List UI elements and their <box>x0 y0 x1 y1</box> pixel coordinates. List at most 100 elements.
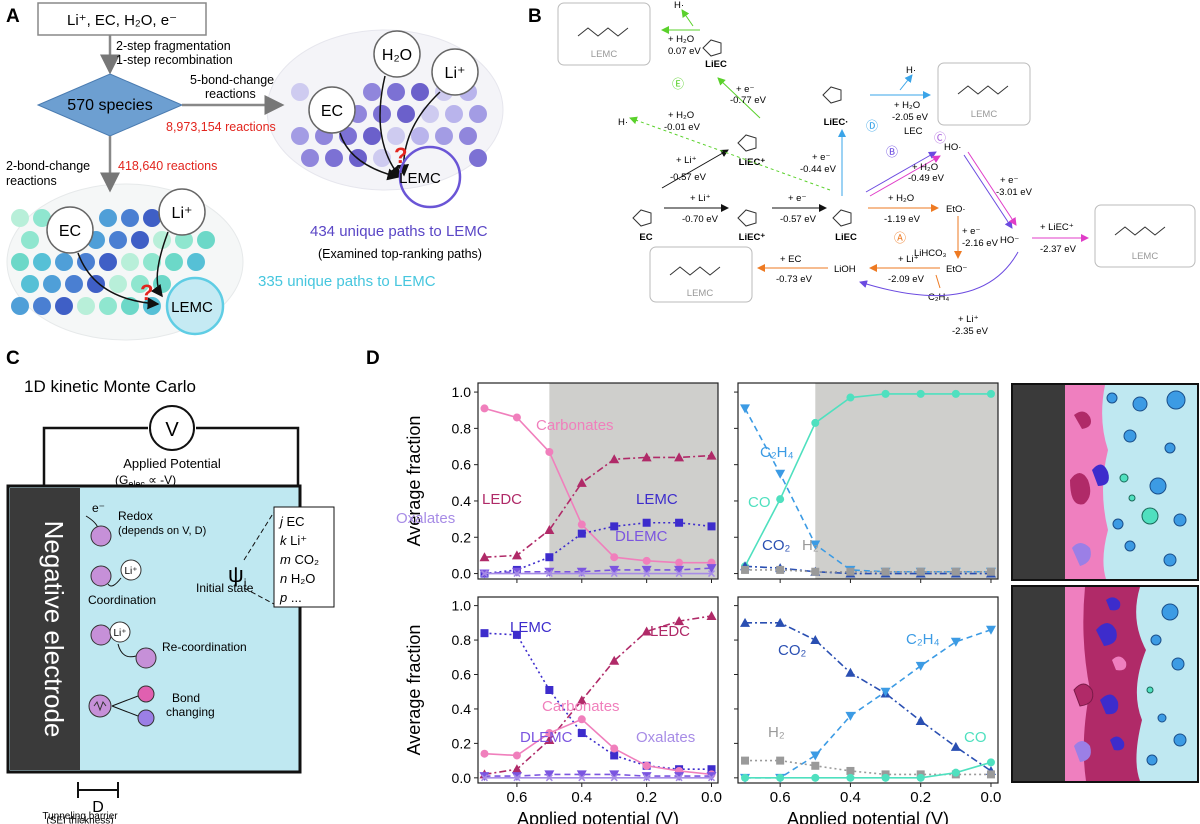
series-label: CO <box>748 494 771 511</box>
gelec-label: (Gelec ∝ -V) <box>115 473 176 489</box>
network-node-dot <box>411 127 429 145</box>
data-point <box>706 564 717 574</box>
data-point <box>610 570 618 578</box>
network-node-dot <box>165 253 183 271</box>
redox-label-2: (depends on V, D) <box>118 525 206 537</box>
applied-potential-label: Applied Potential <box>123 456 221 471</box>
data-point <box>480 629 489 638</box>
route-e: Ⓔ <box>672 77 684 91</box>
y-tick-label: 0.8 <box>452 632 472 648</box>
data-point <box>881 389 890 398</box>
series-label: DLEMC <box>520 729 573 746</box>
data-point <box>544 734 555 744</box>
lbl-li-1: + Li⁺ <box>690 193 711 204</box>
sei-illustration-top <box>1011 383 1199 581</box>
network-node-dot <box>121 253 139 271</box>
network-node-dot <box>301 149 319 167</box>
data-point <box>916 773 925 782</box>
initial-state-item: m CO₂ <box>280 552 319 567</box>
bond-product-2 <box>137 709 155 727</box>
coord-li <box>120 559 142 581</box>
node-lemc-top: LEMC <box>399 170 441 187</box>
network-node-dot <box>373 105 391 123</box>
series-line <box>484 407 712 564</box>
data-point <box>480 404 489 413</box>
network-node-dot <box>153 231 171 249</box>
lbl-e-minus-2: + e⁻ <box>736 84 755 95</box>
lbl-h-rad-3: H· <box>906 65 916 76</box>
network-node-dot <box>33 209 51 227</box>
series-line <box>745 622 992 772</box>
x-tick-label: 0.4 <box>571 789 592 806</box>
network-node-dot <box>197 231 215 249</box>
data-point <box>513 774 521 782</box>
network-node-dot <box>131 275 149 293</box>
data-point <box>846 773 855 782</box>
data-point <box>577 715 586 724</box>
five-bond-text-1: 5-bond-change <box>190 73 274 87</box>
data-point <box>846 567 855 576</box>
question-bottom: ? <box>140 280 153 305</box>
lbl-li-4: + Li⁺ <box>958 314 979 325</box>
tunneling-label-2: (SEI thickness) <box>46 816 113 824</box>
network-node-dot <box>21 231 39 249</box>
data-point <box>881 567 890 576</box>
reactants-box <box>37 2 207 36</box>
lbl-ho-rad: HO· <box>944 142 961 153</box>
data-point <box>915 661 926 671</box>
data-point <box>512 630 521 639</box>
node-h2o <box>373 30 421 78</box>
series-label: Carbonates <box>536 417 614 434</box>
data-point <box>641 626 652 636</box>
panel-label-c: C <box>6 348 20 369</box>
network-node-dot <box>55 297 73 315</box>
data-point <box>576 567 587 577</box>
network-node-dot <box>143 253 161 271</box>
data-point <box>609 655 620 665</box>
data-point <box>675 558 684 567</box>
initial-state-item: j EC <box>278 514 305 529</box>
plot-frame <box>737 596 999 784</box>
series-label: H₂ <box>802 537 819 554</box>
initial-state-label: Initial state <box>196 581 254 595</box>
data-point <box>985 625 996 635</box>
network-node-dot <box>55 253 73 271</box>
mol-liec-plus-2: LiEC⁺ <box>739 157 766 168</box>
sei-illustration-bottom <box>1011 585 1199 783</box>
data-point <box>610 774 618 782</box>
x-tick-label: 0.2 <box>636 789 657 806</box>
y-tick-label: 0.4 <box>452 701 472 717</box>
x-tick-label: 0.4 <box>840 789 861 806</box>
data-point <box>609 770 620 780</box>
data-point <box>578 570 586 578</box>
data-point <box>776 756 785 765</box>
lemc-label-1: LEMC <box>591 49 618 60</box>
lbl-lioh: LiOH <box>834 264 856 275</box>
redox-molecule <box>90 525 112 547</box>
data-point <box>512 413 521 422</box>
two-bond-text-2: reactions <box>6 174 57 188</box>
data-point <box>740 404 751 414</box>
data-point <box>675 570 683 578</box>
data-point <box>641 565 652 575</box>
route-a: Ⓐ <box>894 231 906 245</box>
network-node-dot <box>325 149 343 167</box>
kmc-title: 1D kinetic Monte Carlo <box>24 377 196 396</box>
data-point <box>706 450 717 460</box>
data-point <box>881 773 890 782</box>
coord-molecule <box>90 565 112 587</box>
bond-molecule <box>88 694 112 718</box>
lbl-h2o-3: + H₂O <box>894 100 920 111</box>
data-point <box>845 667 856 677</box>
lemc-label-4: LEMC <box>687 288 714 299</box>
arrow-purple-b <box>865 151 937 193</box>
reactants-text: Li⁺, EC, H₂O, e⁻ <box>67 12 177 29</box>
data-point <box>577 529 586 538</box>
route-d: Ⓓ <box>866 119 878 133</box>
data-point <box>776 565 785 574</box>
lbl-e13: -2.16 eV <box>962 238 999 249</box>
series-label: DLEMC <box>615 528 668 545</box>
lemc-label-3: LEMC <box>1132 251 1159 262</box>
